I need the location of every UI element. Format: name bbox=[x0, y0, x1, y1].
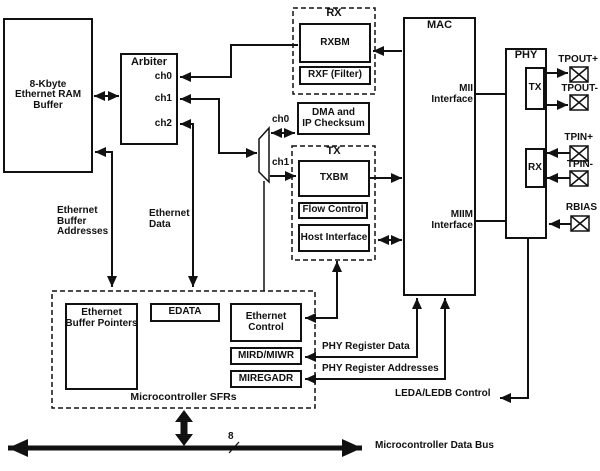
mux-ch1-label: ch1 bbox=[272, 157, 290, 168]
mux-ch0-label: ch0 bbox=[272, 114, 290, 125]
rbias-label: RBIAS bbox=[565, 202, 597, 213]
rxf-label: RXF (Filter) bbox=[308, 69, 362, 81]
tpin-plus-label: TPIN+ bbox=[564, 132, 593, 143]
tpin-minus-label: TPIN- bbox=[566, 159, 593, 170]
rxf-block: RXF (Filter) bbox=[299, 66, 371, 85]
tpout-minus-label: TPOUT- bbox=[561, 83, 598, 94]
data-bus-label: Microcontroller Data Bus bbox=[375, 440, 494, 451]
flow-control-label: Flow Control bbox=[302, 204, 364, 216]
bus-width-label: 8 bbox=[228, 431, 234, 442]
ethernet-control-line2: Control bbox=[248, 321, 284, 333]
arbiter-ch1: ch1 bbox=[154, 93, 172, 104]
rxbm-label: RXBM bbox=[320, 36, 350, 48]
connector-leda-ledb bbox=[500, 239, 529, 403]
buffer-pointers-block: Ethernet Buffer Pointers bbox=[65, 303, 138, 390]
arbiter-title: Arbiter bbox=[130, 56, 168, 68]
txbm-label: TXBM bbox=[319, 172, 349, 184]
sfr-title: Microcontroller SFRs bbox=[130, 391, 237, 403]
arbiter-ch0: ch0 bbox=[154, 71, 172, 82]
phy-register-addresses-label: PHY Register Addresses bbox=[322, 363, 439, 374]
pad-tpin-plus bbox=[569, 145, 589, 162]
connector-rxbm-arbiter-ch0 bbox=[180, 44, 298, 82]
ram-buffer-block: 8-Kbyte Ethernet RAM Buffer bbox=[3, 18, 93, 173]
txbm-block: TXBM bbox=[298, 160, 370, 197]
arbiter-ch2: ch2 bbox=[154, 118, 172, 129]
phy-register-data-label: PHY Register Data bbox=[322, 341, 410, 352]
ethernet-control-line1: Ethernet bbox=[245, 311, 287, 322]
connector-ethernet-data bbox=[180, 119, 198, 287]
miregadr-block: MIREGADR bbox=[230, 370, 302, 388]
mac-block bbox=[403, 17, 476, 296]
rx-group-title: RX bbox=[326, 7, 342, 19]
dma-block: DMA and IP Checksum bbox=[297, 102, 370, 135]
connector-phy-register-addresses bbox=[305, 298, 450, 384]
ram-buffer-label-line1: 8-Kbyte bbox=[29, 78, 67, 90]
pad-rbias bbox=[570, 215, 590, 232]
tx-group-title: TX bbox=[326, 145, 341, 157]
dma-label-line2: IP Checksum bbox=[302, 117, 365, 129]
miregadr-label: MIREGADR bbox=[238, 372, 294, 384]
phy-tx-label: TX bbox=[528, 82, 542, 94]
phy-title: PHY bbox=[514, 49, 538, 61]
host-interface-block: Host Interface bbox=[298, 224, 370, 252]
mac-title: MAC bbox=[426, 19, 453, 31]
host-interface-label: Host Interface bbox=[300, 231, 368, 243]
buffer-pointers-line2: Buffer Pointers bbox=[65, 317, 138, 329]
mird-miwr-block: MIRD/MIWR bbox=[230, 347, 302, 365]
pad-tpin-minus bbox=[569, 170, 589, 187]
mird-miwr-label: MIRD/MIWR bbox=[237, 349, 295, 361]
buffer-addresses-label: Ethernet Buffer Addresses bbox=[57, 205, 109, 237]
ram-buffer-label-line3: Buffer bbox=[33, 99, 63, 111]
tpout-plus-label: TPOUT+ bbox=[558, 54, 598, 65]
phy-rx-label: RX bbox=[528, 161, 542, 173]
dma-label-line1: DMA and bbox=[312, 107, 355, 118]
ethernet-data-label: Ethernet Data bbox=[149, 208, 190, 230]
ram-buffer-label-line2: Ethernet RAM bbox=[14, 89, 82, 101]
edata-label: EDATA bbox=[168, 306, 202, 318]
buffer-pointers-line1: Ethernet bbox=[81, 307, 122, 318]
connector-control-host bbox=[305, 261, 342, 323]
phy-tx-block: TX bbox=[525, 67, 545, 110]
channel-mux bbox=[258, 126, 270, 184]
phy-rx-block: RX bbox=[525, 148, 545, 188]
rxbm-block: RXBM bbox=[299, 23, 371, 63]
tx-group-outline bbox=[291, 145, 376, 261]
bus-width-tick bbox=[228, 441, 240, 454]
connector-arbiter-ch1-mux bbox=[180, 94, 257, 158]
arbiter-block bbox=[120, 53, 178, 145]
edata-block: EDATA bbox=[150, 303, 220, 322]
ethernet-control-block: Ethernet Control bbox=[230, 303, 302, 342]
connector-buffer-addresses bbox=[95, 147, 117, 287]
leda-ledb-label: LEDA/LEDB Control bbox=[395, 388, 491, 399]
pad-tpout-minus bbox=[569, 94, 589, 111]
sfr-bus-double-arrow bbox=[175, 410, 193, 446]
pad-tpout-plus bbox=[569, 66, 589, 83]
flow-control-block: Flow Control bbox=[298, 202, 368, 219]
